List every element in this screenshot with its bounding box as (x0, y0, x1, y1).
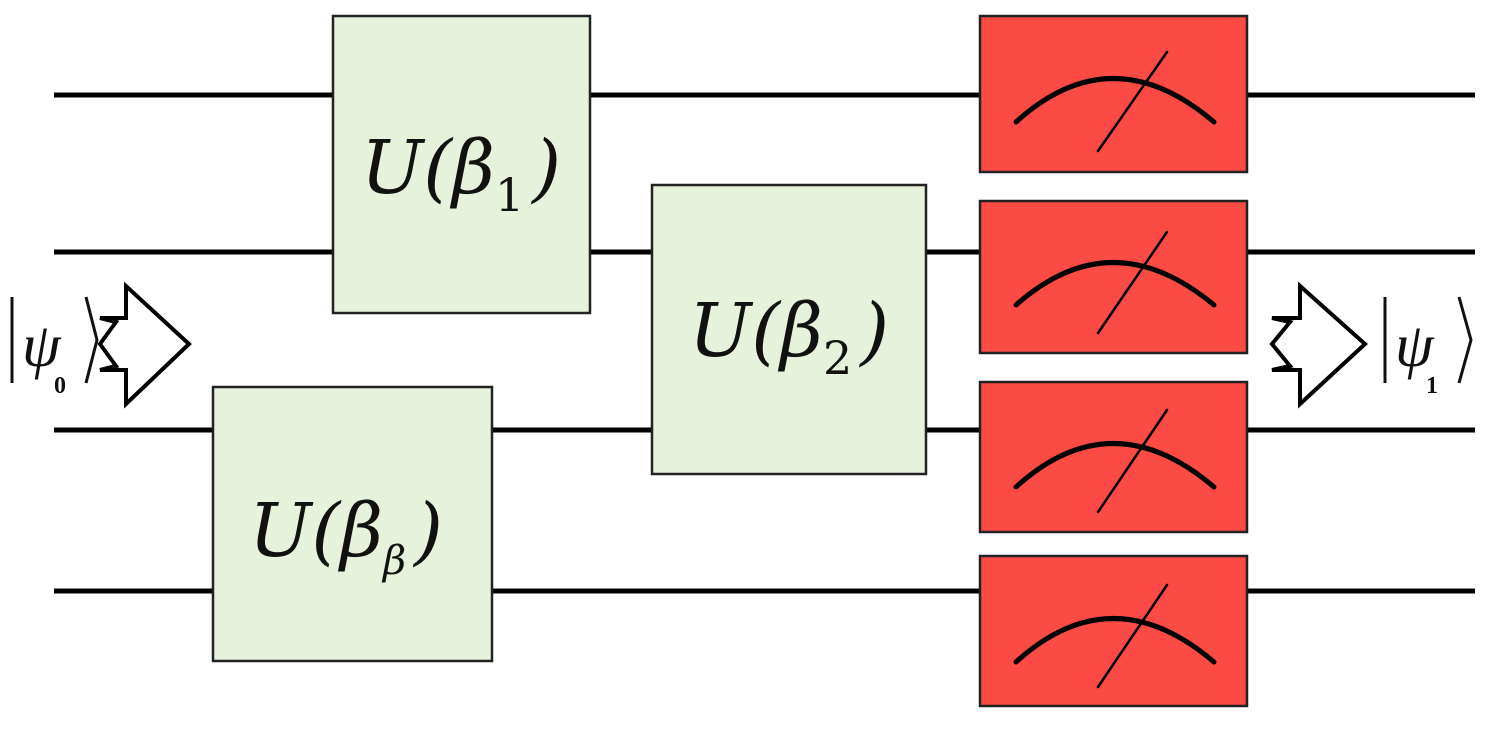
ket-angle-bracket (84, 296, 99, 384)
input-state-subscript: 0 (54, 373, 66, 399)
meter-needle-icon (1096, 408, 1169, 514)
meter-dial-arc-icon (1013, 76, 1217, 125)
meter-dial-arc-icon (1013, 441, 1217, 490)
gate-u-beta-beta: U(ββ) (211, 385, 494, 663)
meter-box-1 (978, 14, 1249, 174)
meter-needle-icon (1096, 583, 1169, 689)
gate-u-beta-2-label: U(β2) (689, 288, 889, 385)
gate-u-beta-beta-label: U(ββ) (249, 488, 443, 584)
gate-u-beta-1-box (331, 14, 592, 315)
meter-dial-arc-icon (1013, 260, 1217, 308)
gate-u-beta-1: U(β1) (331, 14, 592, 315)
gate-u-beta-2: U(β2) (650, 183, 928, 476)
meter-box-4 (978, 554, 1249, 708)
gate-u-beta-beta-box (211, 385, 494, 663)
meter-dial-arc-icon (1013, 616, 1217, 665)
measurement-meter-4 (978, 554, 1249, 708)
meter-box-2 (978, 199, 1249, 355)
input-state-ket: ψ 0 (10, 296, 99, 399)
gate-u-beta-2-box (650, 183, 928, 476)
meter-box-3 (978, 380, 1249, 534)
meter-needle-icon (1096, 230, 1169, 335)
gate-u-beta-1-label: U(β1) (361, 125, 561, 222)
measurement-column (978, 14, 1249, 708)
output-state-subscript: 1 (1426, 373, 1438, 399)
output-state-symbol: ψ (1395, 312, 1435, 380)
input-state-symbol: ψ (22, 312, 62, 380)
measurement-meter-1 (978, 14, 1249, 174)
measurement-meter-2 (978, 199, 1249, 355)
meter-needle-icon (1096, 50, 1169, 153)
output-arrow-icon (1269, 281, 1368, 409)
output-state-ket: ψ 1 (1383, 296, 1473, 399)
measurement-meter-3 (978, 380, 1249, 534)
ket-angle-bracket (1457, 296, 1473, 384)
input-arrow-icon (97, 281, 192, 409)
